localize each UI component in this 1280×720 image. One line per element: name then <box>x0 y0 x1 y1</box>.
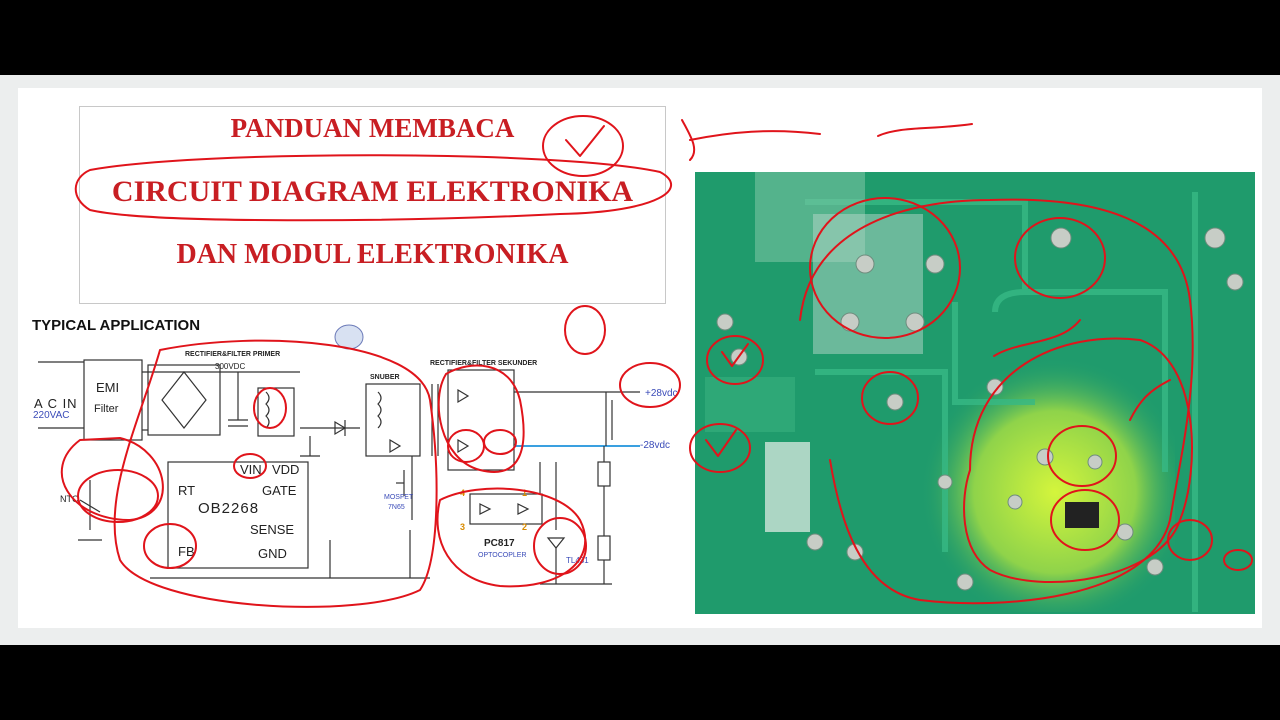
title-line-1: PANDUAN MEMBACA <box>230 113 515 143</box>
ac-in-label: A C IN <box>34 396 78 411</box>
title-line-2: CIRCUIT DIAGRAM ELEKTRONIKA <box>111 175 634 208</box>
snuber-label: SNUBER <box>370 374 400 381</box>
filter-label: Filter <box>94 403 119 415</box>
ac-voltage-label: 220VAC <box>33 410 70 421</box>
title-line-3: DAN MODUL ELEKTRONIKA <box>176 239 569 270</box>
ic-name-label: OB2268 <box>198 500 260 517</box>
mosfet-label: MOSFET <box>384 494 414 501</box>
ntc-label: NTC <box>60 494 79 504</box>
ic-pin-rt: RT <box>178 483 196 498</box>
ic-pin-vin: VIN <box>240 462 262 477</box>
output-positive-label: +28vdc <box>645 388 678 399</box>
mosfet-part-label: 7N65 <box>388 504 405 511</box>
tl431-label: TL431 <box>566 556 589 565</box>
rectifier-sekunder-label: RECTIFIER&FILTER SEKUNDER <box>430 360 538 367</box>
section-heading: TYPICAL APPLICATION <box>32 317 201 334</box>
rectifier-primer-label: RECTIFIER&FILTER PRIMER <box>185 351 281 358</box>
pc817-label: PC817 <box>484 538 515 549</box>
emi-label: EMI <box>96 380 120 395</box>
ic-pin-sense: SENSE <box>250 522 295 537</box>
v300-label: 300VDC <box>215 362 246 371</box>
output-negative-label: -28vdc <box>640 440 671 451</box>
ic-pin-vdd: VDD <box>272 462 300 477</box>
pcb-photo <box>695 172 1255 614</box>
opto-pin-2: 2 <box>522 522 528 532</box>
title-box: PANDUAN MEMBACA CIRCUIT DIAGRAM ELEKTRON… <box>79 106 666 304</box>
ic-pin-gnd: GND <box>258 546 287 561</box>
opto-pin-3: 3 <box>460 522 466 532</box>
optocopler-label: OPTOCOPLER <box>478 552 527 559</box>
opto-pin-1: 1 <box>522 488 528 498</box>
ic-pin-fb: FB <box>178 544 195 559</box>
ic-pin-gate: GATE <box>262 483 297 498</box>
